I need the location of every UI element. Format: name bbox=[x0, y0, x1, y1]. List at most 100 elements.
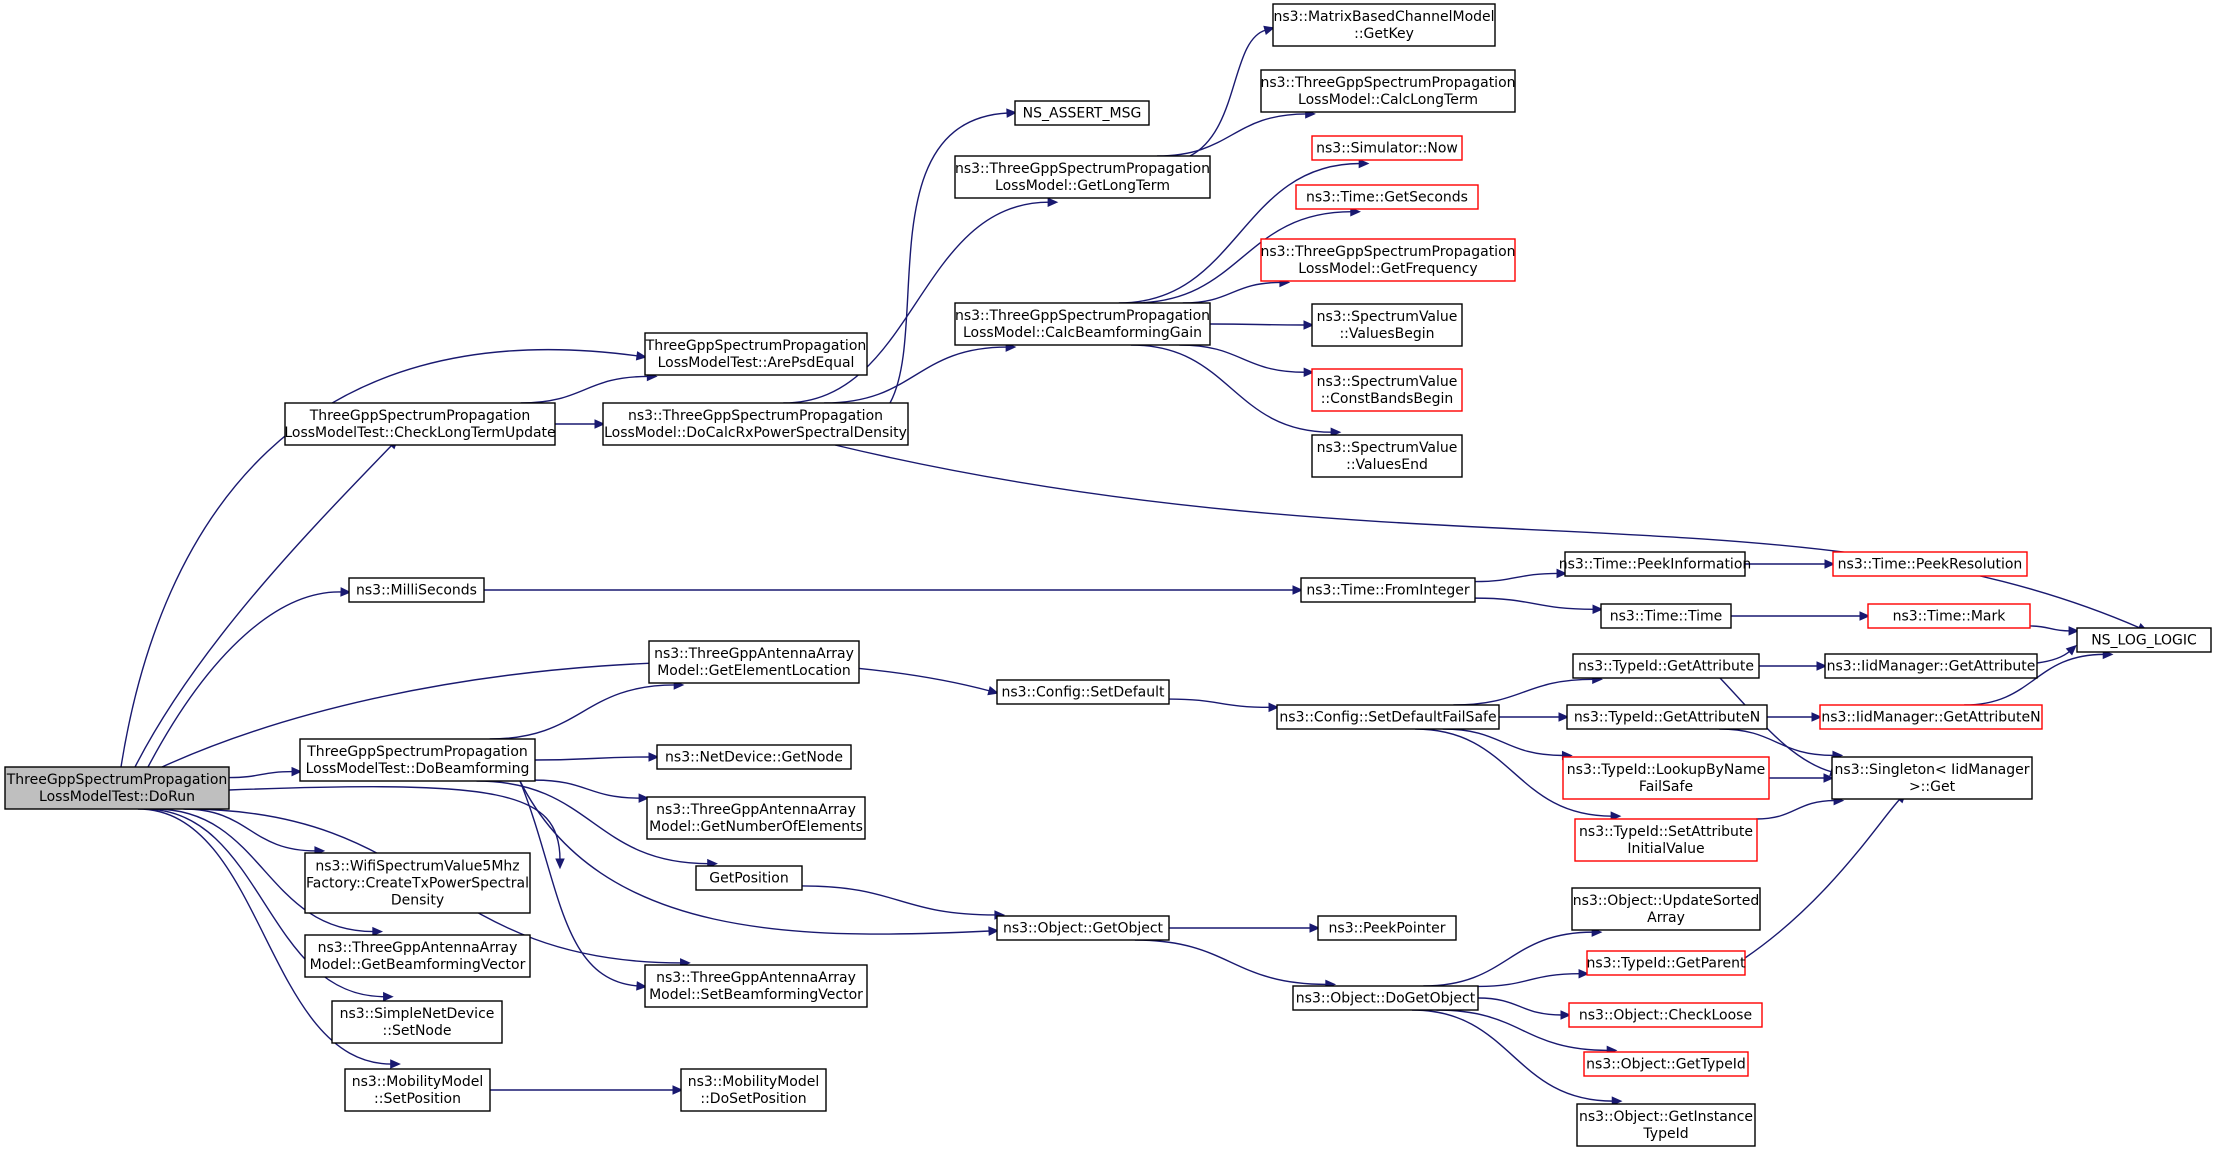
node-label-line: LossModelTest::DoBeamforming bbox=[306, 761, 530, 777]
node-box bbox=[1292, 985, 1479, 1011]
arrowhead bbox=[1263, 25, 1275, 35]
node-mobsetpos[interactable]: ns3::MobilityModel::SetPosition bbox=[344, 1068, 491, 1112]
node-box bbox=[996, 679, 1170, 705]
arrowhead bbox=[383, 991, 394, 1002]
node-peekres[interactable]: ns3::Time::PeekResolution bbox=[1832, 551, 2028, 577]
edge-line bbox=[476, 780, 709, 865]
node-label-line: InitialValue bbox=[1627, 841, 1704, 857]
node-docalcrx[interactable]: ns3::ThreeGppSpectrumPropagationLossMode… bbox=[602, 402, 909, 446]
arrowhead bbox=[1611, 1096, 1623, 1106]
node-label-line: ns3::Config::SetDefaultFailSafe bbox=[1279, 710, 1496, 726]
node-dogetobject[interactable]: ns3::Object::DoGetObject bbox=[1292, 985, 1479, 1011]
arrowhead bbox=[1816, 661, 1828, 671]
edge-line bbox=[1423, 931, 1594, 987]
node-milliseconds[interactable]: ns3::MilliSeconds bbox=[348, 577, 485, 603]
arrowhead bbox=[1292, 585, 1304, 595]
node-label-line: ns3::Time::Time bbox=[1610, 609, 1722, 625]
node-label-line: ns3::TypeId::SetAttribute bbox=[1579, 824, 1753, 840]
node-label-line: >::Get bbox=[1909, 779, 1956, 795]
node-getposition[interactable]: GetPosition bbox=[695, 865, 803, 891]
node-getfrequency[interactable]: ns3::ThreeGppSpectrumPropagationLossMode… bbox=[1260, 238, 1516, 282]
node-valuesend[interactable]: ns3::SpectrumValue::ValuesEnd bbox=[1311, 434, 1463, 478]
node-label-line: ThreeGppSpectrumPropagation bbox=[6, 772, 228, 788]
node-nsassert[interactable]: NS_ASSERT_MSG bbox=[1014, 100, 1150, 126]
node-label-line: ns3::ThreeGppAntennaArray bbox=[654, 646, 854, 662]
node-box bbox=[304, 852, 531, 914]
node-arepsdequal[interactable]: ThreeGppSpectrumPropagationLossModelTest… bbox=[644, 332, 868, 376]
node-simnow[interactable]: ns3::Simulator::Now bbox=[1311, 135, 1463, 161]
node-nsloglogic[interactable]: NS_LOG_LOGIC bbox=[2076, 627, 2212, 653]
node-label-line: LossModel::GetLongTerm bbox=[995, 178, 1170, 194]
edge-line bbox=[1118, 162, 1361, 304]
node-calclongterm[interactable]: ns3::ThreeGppSpectrumPropagationLossMode… bbox=[1260, 69, 1516, 113]
edge-line bbox=[228, 770, 294, 779]
edge-tidgetattrn-to-singleton bbox=[1719, 728, 1844, 761]
node-label-line: ns3::SpectrumValue bbox=[1317, 440, 1458, 456]
node-label-line: ThreeGppSpectrumPropagation bbox=[306, 744, 528, 760]
arrowhead bbox=[390, 1059, 401, 1069]
edge-line bbox=[824, 346, 1008, 404]
arrowhead bbox=[1047, 197, 1059, 207]
node-tidgetattrn[interactable]: ns3::TypeId::GetAttributeN bbox=[1566, 704, 1768, 730]
node-tidgetparent[interactable]: ns3::TypeId::GetParent bbox=[1586, 950, 1746, 976]
node-setbeamvec[interactable]: ns3::ThreeGppAntennaArrayModel::SetBeamf… bbox=[644, 964, 868, 1008]
node-label-line: ns3::Time::Mark bbox=[1893, 609, 2007, 625]
node-box bbox=[1576, 1103, 1756, 1147]
node-checklongterm[interactable]: ThreeGppSpectrumPropagationLossModelTest… bbox=[284, 402, 556, 446]
node-iidgetattr[interactable]: ns3::IidManager::GetAttribute bbox=[1824, 653, 2038, 679]
node-label-line: ns3::SpectrumValue bbox=[1317, 309, 1458, 325]
node-timetime[interactable]: ns3::Time::Time bbox=[1600, 603, 1732, 629]
edge-mobsetpos-to-mobdosetpos bbox=[489, 1085, 684, 1095]
node-getbeamvec[interactable]: ns3::ThreeGppAntennaArrayModel::GetBeamf… bbox=[304, 934, 531, 978]
node-getelemloc[interactable]: ns3::ThreeGppAntennaArrayModel::GetEleme… bbox=[648, 640, 860, 684]
node-dorun[interactable]: ThreeGppSpectrumPropagationLossModelTest… bbox=[4, 766, 230, 810]
node-box bbox=[1574, 818, 1758, 862]
node-box bbox=[1295, 184, 1479, 210]
node-getkey[interactable]: ns3::MatrixBasedChannelModel::GetKey bbox=[1272, 3, 1496, 47]
node-frominteger[interactable]: ns3::Time::FromInteger bbox=[1300, 577, 1476, 603]
edge-getobject-to-peekpointer bbox=[1168, 923, 1321, 933]
node-mobdosetpos[interactable]: ns3::MobilityModel::DoSetPosition bbox=[680, 1068, 827, 1112]
node-singleton[interactable]: ns3::Singleton< IidManager>::Get bbox=[1831, 756, 2033, 800]
node-timemark[interactable]: ns3::Time::Mark bbox=[1867, 603, 2031, 629]
edge-milliseconds-to-frominteger bbox=[484, 585, 1304, 595]
edge-dorun-to-dobeamforming bbox=[228, 766, 303, 779]
node-calcbeam[interactable]: ns3::ThreeGppSpectrumPropagationLossMode… bbox=[954, 302, 1211, 346]
node-getnumelem[interactable]: ns3::ThreeGppAntennaArrayModel::GetNumbe… bbox=[646, 796, 866, 840]
edge-line bbox=[183, 808, 316, 852]
node-setdefault[interactable]: ns3::Config::SetDefault bbox=[996, 679, 1170, 705]
edge-line bbox=[1719, 677, 1833, 773]
node-peekpointer[interactable]: ns3::PeekPointer bbox=[1317, 915, 1457, 941]
node-peekinfo[interactable]: ns3::Time::PeekInformation bbox=[1559, 551, 1752, 577]
node-label-line: ns3::SimpleNetDevice bbox=[340, 1006, 495, 1022]
edge-docalcrx-to-getlongterm bbox=[783, 197, 1059, 404]
node-netdevgetnode[interactable]: ns3::NetDevice::GetNode bbox=[656, 744, 852, 770]
node-box bbox=[1014, 100, 1150, 126]
edge-line bbox=[534, 756, 651, 761]
edge-setdefaultfs-to-tidgetattrn bbox=[1498, 712, 1570, 722]
node-dobeamforming[interactable]: ThreeGppSpectrumPropagationLossModelTest… bbox=[299, 738, 536, 782]
arrowhead bbox=[1309, 923, 1321, 933]
edge-calcbeam-to-valuesend bbox=[1130, 344, 1342, 437]
node-objgettypeid[interactable]: ns3::Object::GetTypeId bbox=[1583, 1051, 1749, 1077]
edge-dorun-to-setdefault bbox=[161, 661, 999, 768]
node-getlongterm[interactable]: ns3::ThreeGppSpectrumPropagationLossMode… bbox=[954, 155, 1211, 199]
node-constbands[interactable]: ns3::SpectrumValue::ConstBandsBegin bbox=[1311, 368, 1463, 412]
edge-line bbox=[1474, 597, 1595, 610]
node-getobject[interactable]: ns3::Object::GetObject bbox=[996, 915, 1170, 941]
node-valuesbegin[interactable]: ns3::SpectrumValue::ValuesBegin bbox=[1311, 303, 1463, 347]
node-tidgetattr[interactable]: ns3::TypeId::GetAttribute bbox=[1572, 653, 1760, 679]
node-label-line: ns3::WifiSpectrumValue5Mhz bbox=[315, 859, 519, 875]
node-getseconds[interactable]: ns3::Time::GetSeconds bbox=[1295, 184, 1479, 210]
node-iidgetattrn[interactable]: ns3::IidManager::GetAttributeN bbox=[1819, 704, 2043, 730]
node-checkloose[interactable]: ns3::Object::CheckLoose bbox=[1568, 1002, 1763, 1028]
node-box bbox=[1311, 135, 1463, 161]
node-box bbox=[1260, 238, 1516, 282]
node-wifispectrum[interactable]: ns3::WifiSpectrumValue5MhzFactory::Creat… bbox=[304, 852, 531, 914]
node-setdefaultfs[interactable]: ns3::Config::SetDefaultFailSafe bbox=[1276, 704, 1500, 730]
node-simplenetdev[interactable]: ns3::SimpleNetDevice::SetNode bbox=[331, 1000, 503, 1044]
